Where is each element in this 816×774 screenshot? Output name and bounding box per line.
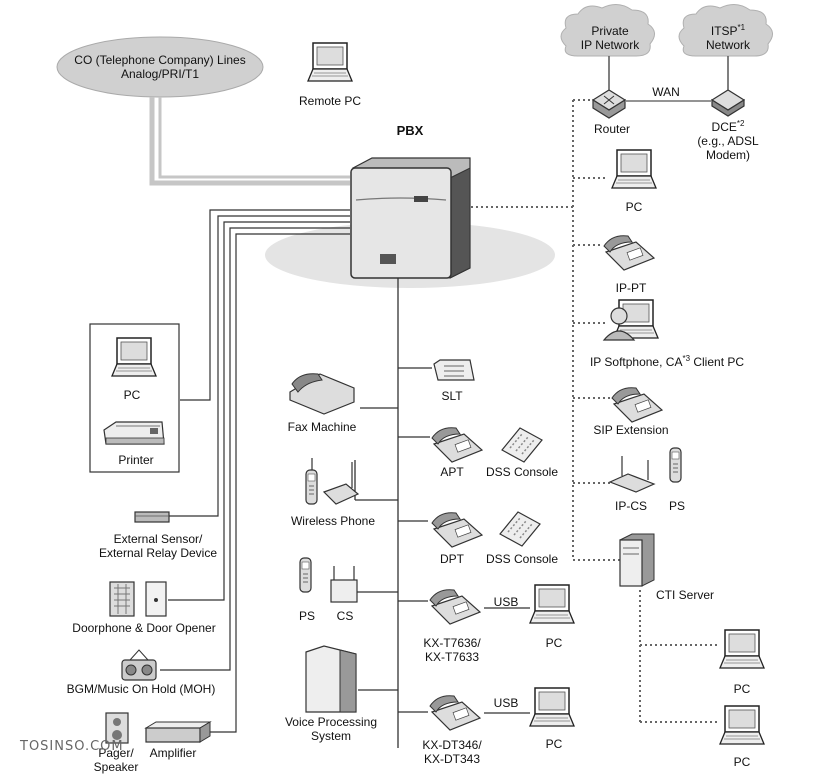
laptop-icon	[529, 584, 575, 624]
access-point-icon	[330, 566, 358, 603]
router-icon	[591, 89, 627, 119]
dss-console-label-2: DSS Console	[485, 552, 559, 566]
kx-t7636-label: KX-T7636/KX-T7633	[423, 636, 481, 664]
laptop-icon	[611, 149, 657, 189]
apt-label: APT	[440, 465, 464, 479]
cordless-phone-icon	[299, 557, 312, 593]
radio-icon	[121, 649, 157, 681]
laptop-icon	[719, 629, 765, 669]
voice-processing-icon	[305, 645, 357, 713]
usb-pc-label-2: PC	[545, 737, 563, 751]
cti-pc-label-2: PC	[733, 755, 751, 769]
sensor-icon	[134, 511, 170, 523]
sip-extension-label: SIP Extension	[593, 423, 669, 437]
cs-mid-label: CS	[336, 609, 354, 623]
remote-pc-label: Remote PC	[298, 94, 362, 108]
usb-pc-label-1: PC	[545, 636, 563, 650]
ip-phone-icon	[603, 235, 655, 271]
laptop-icon	[529, 687, 575, 727]
usb-label-2: USB	[493, 696, 519, 710]
laptop-icon	[111, 337, 157, 377]
dss-console-icon	[501, 427, 543, 463]
ps-mid-label: PS	[298, 609, 315, 623]
ip-phone-icon	[431, 512, 483, 548]
doorphone-label: Doorphone & Door Opener	[72, 621, 216, 635]
doorphone-icon	[109, 581, 135, 617]
ip-cs-label: IP-CS	[614, 499, 647, 513]
softphone-user-icon	[602, 299, 659, 341]
access-point-icon	[608, 456, 656, 493]
pbx-cabinet-icon	[350, 157, 471, 279]
single-line-phone-icon	[433, 359, 475, 381]
fax-icon	[289, 373, 355, 415]
dpt-label: DPT	[440, 552, 464, 566]
bgm-label: BGM/Music On Hold (MOH)	[66, 682, 216, 696]
access-point-icon	[322, 462, 360, 505]
wan-label: WAN	[652, 85, 680, 99]
modem-icon	[710, 89, 746, 117]
speaker-icon	[105, 712, 129, 744]
cloud-icon	[560, 4, 773, 57]
printer-label: Printer	[118, 453, 154, 467]
door-opener-icon	[145, 581, 167, 617]
amplifier-icon	[144, 721, 212, 743]
ip-phone-icon	[611, 387, 663, 423]
dss-console-icon	[499, 511, 541, 547]
usb-label-1: USB	[493, 595, 519, 609]
softphone-label: IP Softphone, CA*3 Client PC	[589, 354, 745, 370]
ip-pt-label: IP-PT	[615, 281, 647, 295]
server-icon	[619, 533, 655, 587]
cordless-phone-icon	[305, 469, 318, 505]
external-sensor-label: External Sensor/External Relay Device	[98, 532, 218, 560]
printer-icon	[103, 421, 165, 445]
left-wiring	[160, 209, 350, 733]
laptop-icon	[719, 705, 765, 745]
cordless-phone-icon	[669, 447, 682, 483]
watermark: TOSINSO.COM	[20, 739, 124, 754]
ip-phone-icon	[431, 427, 483, 463]
laptop-icon	[307, 42, 353, 82]
cti-server-label: CTI Server	[655, 588, 714, 602]
kx-dt346-label: KX-DT346/KX-DT343	[422, 738, 482, 766]
ip-phone-icon	[429, 695, 481, 731]
router-label: Router	[593, 122, 631, 136]
remote-pc-line	[158, 97, 350, 179]
pbx-label: PBX	[396, 123, 424, 138]
slt-label: SLT	[441, 389, 463, 403]
amplifier-label: Amplifier	[149, 746, 197, 760]
cti-pc-label-1: PC	[733, 682, 751, 696]
wireless-phone-label: Wireless Phone	[290, 514, 376, 528]
ip-phone-icon	[429, 589, 481, 625]
left-pc-label: PC	[123, 388, 141, 402]
lan-dotted-lines	[466, 99, 720, 723]
dss-console-label-1: DSS Console	[485, 465, 559, 479]
ps-right-label: PS	[668, 499, 685, 513]
fax-label: Fax Machine	[287, 420, 357, 434]
right-pc-label: PC	[625, 200, 643, 214]
co-trunk-line	[149, 97, 350, 186]
